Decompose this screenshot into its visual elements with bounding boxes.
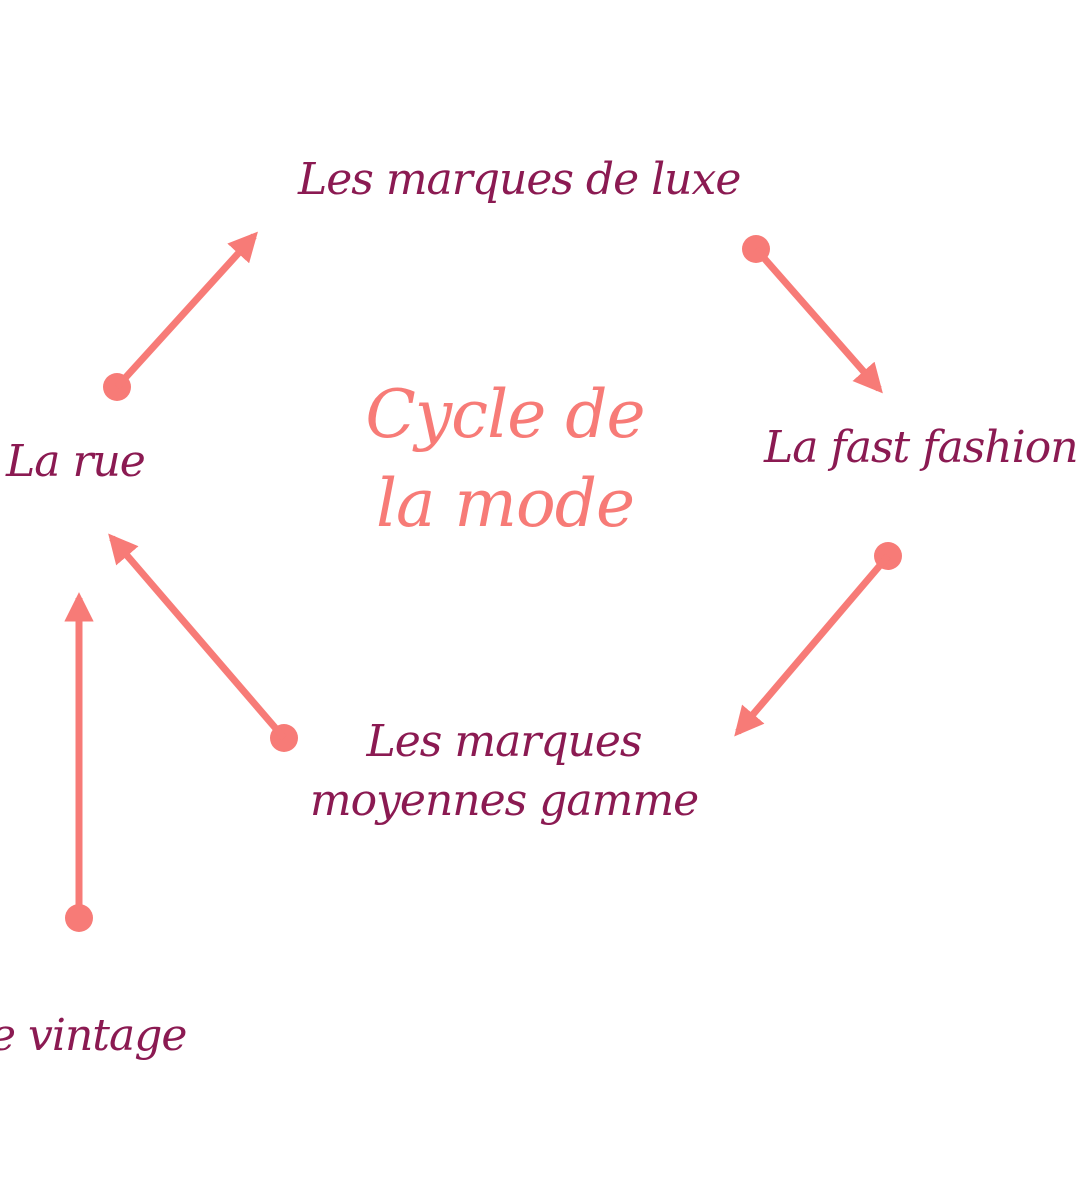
arrow-vintage-to-rue — [64, 592, 94, 932]
arrow-luxe-to-fast-fashion — [742, 235, 883, 394]
diagram-title-line2: la mode — [375, 465, 635, 543]
node-mid-range-brands: Les marques moyennes gamme — [304, 712, 704, 831]
arrow-rue-to-luxe — [103, 231, 258, 401]
node-street: La rue — [6, 436, 146, 487]
node-luxury-brands: Les marques de luxe — [298, 154, 741, 205]
diagram-title-line1: Cycle de — [365, 376, 645, 453]
node-mid-range-line1: Les marques — [366, 716, 643, 767]
diagram-title: Cycle de la mode — [360, 370, 650, 548]
node-vintage: e vintage — [0, 1010, 187, 1061]
node-fast-fashion: La fast fashion — [764, 422, 1079, 473]
node-mid-range-line2: moyennes gamme — [309, 775, 699, 827]
arrow-moyennes-to-rue — [108, 533, 298, 752]
arrow-fast-fashion-to-moyennes — [734, 542, 902, 737]
